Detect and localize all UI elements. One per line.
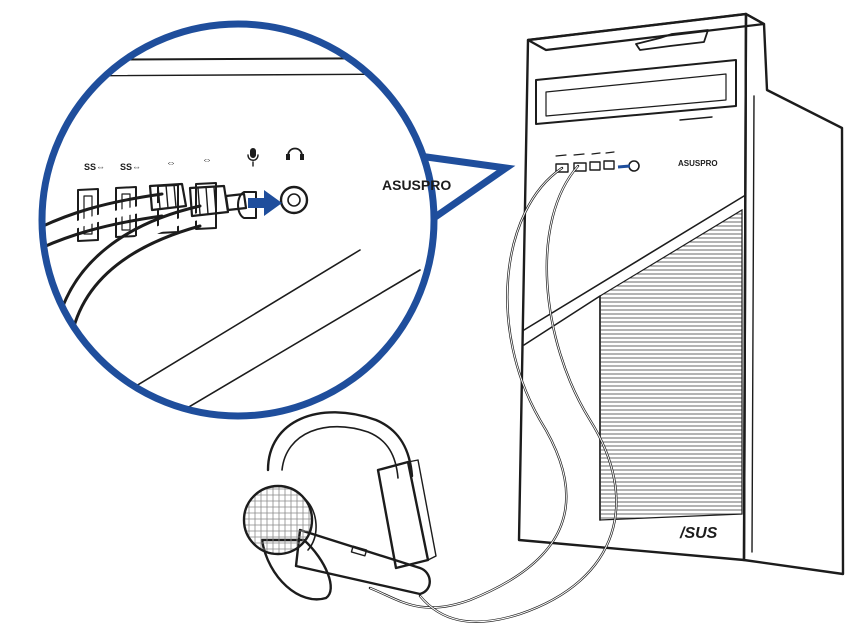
port-icon-row: SS⇔ SS⇔ ⇔ ⇔ — [84, 147, 304, 172]
pc-tower: ASUSPRO /SUS — [517, 12, 845, 576]
usb3-port-label-1: SS⇔ — [84, 162, 105, 172]
microphone-switch — [350, 545, 368, 557]
usb-port-label-2: ⇔ — [202, 155, 212, 166]
tower-brand-label: ASUSPRO — [678, 159, 718, 168]
headphone-icon — [286, 147, 304, 160]
headset — [260, 411, 437, 601]
headband — [266, 411, 414, 478]
callout-cables — [42, 182, 248, 336]
tower-headphone-jack — [628, 160, 640, 172]
usb3-port-2 — [115, 186, 137, 238]
microphone-head — [242, 484, 314, 556]
insert-arrow — [248, 190, 282, 216]
tower-port-row — [555, 151, 640, 173]
microphone — [242, 484, 431, 596]
callout-ring — [38, 20, 438, 420]
right-earcup — [376, 460, 430, 570]
eject-button — [679, 116, 713, 121]
callout-brand-label: ASUSPRO — [382, 177, 451, 193]
front-badge — [635, 29, 709, 51]
usb3-port-label-2: SS⇔ — [120, 162, 141, 172]
usb-port-label-1: ⇔ — [166, 158, 176, 169]
cables — [368, 164, 618, 623]
microphone-icon — [247, 148, 259, 167]
plug-2 — [188, 184, 230, 218]
zoom-callout: SS⇔ SS⇔ ⇔ ⇔ — [38, 20, 516, 420]
tower-top — [526, 12, 766, 52]
left-earcup — [260, 538, 332, 601]
tower-side — [742, 12, 845, 576]
headphone-jack — [279, 185, 309, 215]
optical-drive-bay — [535, 59, 737, 125]
microphone-handle — [294, 528, 431, 596]
plug-1 — [148, 182, 188, 212]
tower-vent-grille — [599, 208, 743, 521]
tower-logo: /SUS — [679, 525, 718, 542]
